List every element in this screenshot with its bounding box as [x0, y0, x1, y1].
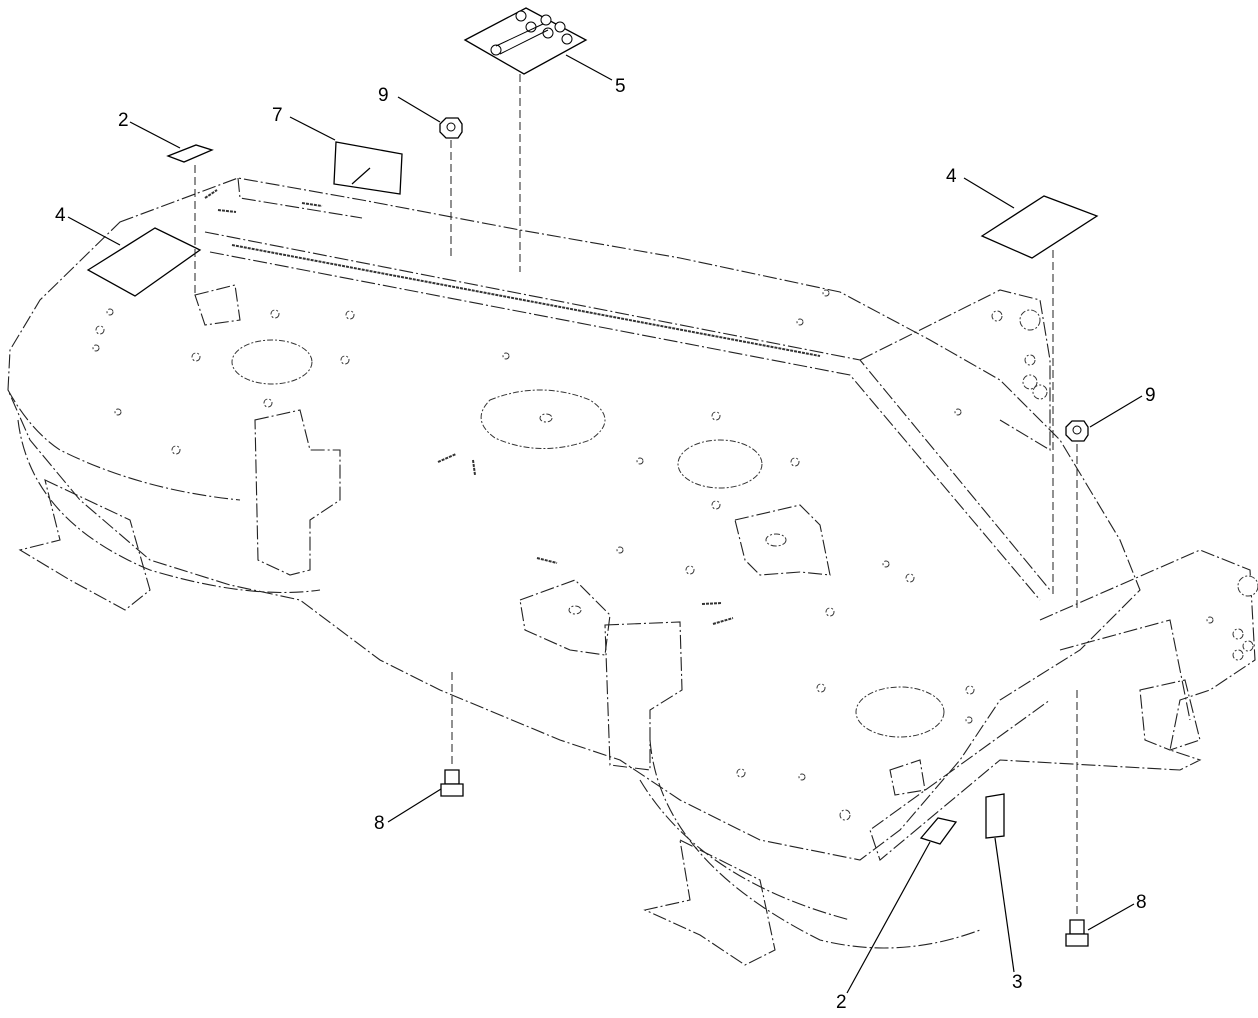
callout-9-right: 9 — [1145, 385, 1156, 406]
decal-7 — [333, 141, 403, 195]
callout-9-left: 9 — [378, 85, 389, 106]
assembly-lines — [194, 74, 1078, 918]
leader-lines — [67, 54, 1143, 994]
decal-4-right — [980, 195, 1099, 259]
bolt-8-right — [1065, 919, 1089, 947]
callout-8-right: 8 — [1136, 892, 1147, 913]
decal-3 — [985, 793, 1005, 839]
bolt-8-left — [440, 769, 464, 797]
callout-4-left: 4 — [55, 205, 66, 226]
mounting-holes — [92, 289, 1258, 821]
callout-8-left: 8 — [374, 813, 385, 834]
callout-7: 7 — [272, 105, 283, 126]
mower-deck-outline — [7, 177, 1256, 966]
callout-2-bottom: 2 — [836, 992, 847, 1013]
flange-nut-9-left — [439, 117, 463, 139]
callout-4-right: 4 — [946, 166, 957, 187]
decal-2-bottom — [919, 817, 958, 845]
callout-2-top: 2 — [118, 110, 129, 131]
deck-openings — [231, 339, 945, 738]
callout-3: 3 — [1012, 972, 1023, 993]
decal-2-top — [166, 144, 214, 163]
callout-5: 5 — [615, 76, 626, 97]
decal-5 — [463, 7, 588, 75]
deck-slots — [204, 189, 821, 625]
callout-labels: 2 7 9 5 4 4 9 8 8 2 3 — [55, 76, 1156, 1013]
decal-4-left — [86, 227, 202, 297]
flange-nut-9-right — [1065, 420, 1089, 442]
